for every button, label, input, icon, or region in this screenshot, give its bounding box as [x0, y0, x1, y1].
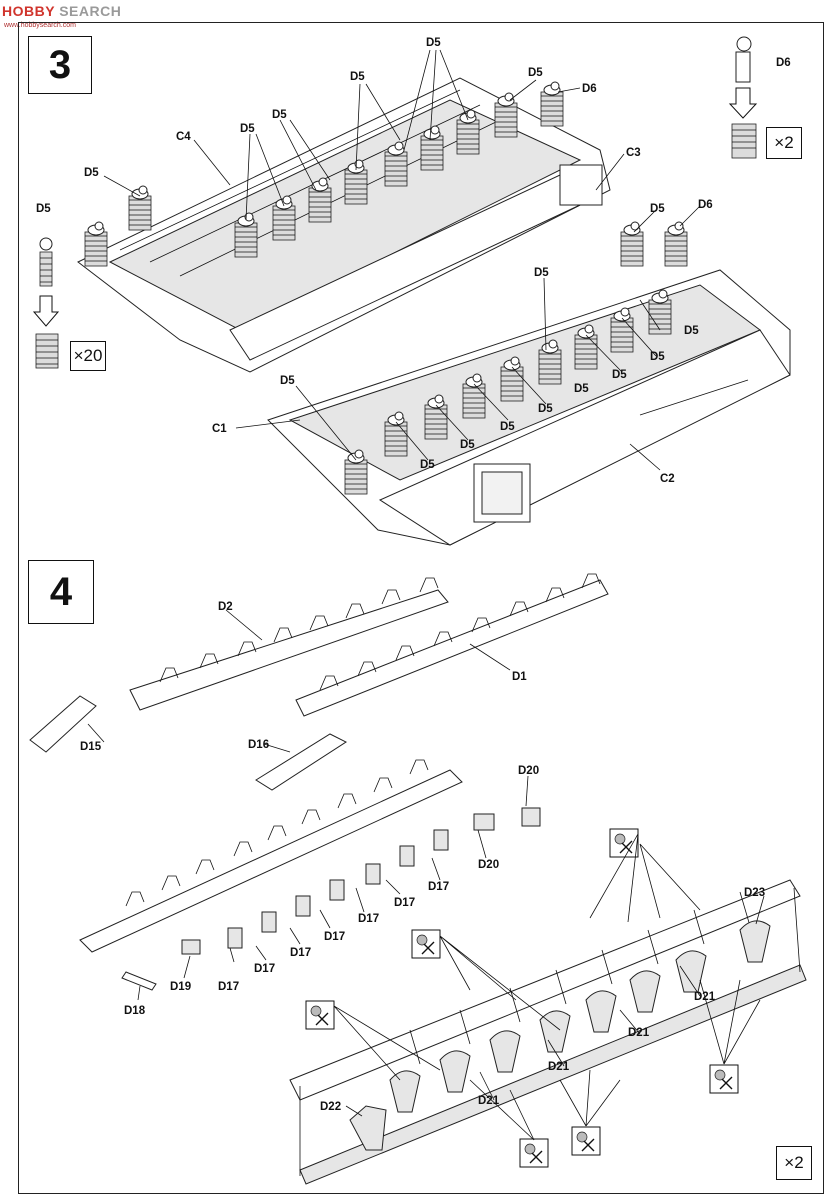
- watermark-logo: HOBBY SEARCH: [2, 3, 121, 19]
- suspension-rail-lower: [79, 759, 541, 991]
- suspension-rail-bottom: [289, 879, 807, 1185]
- label-d5-13: D5: [538, 403, 553, 415]
- suspension-rail-d1: [255, 573, 609, 791]
- d6-detail: [728, 36, 758, 159]
- label-d17-1: D17: [428, 881, 449, 893]
- leaders-step3: [103, 49, 701, 471]
- label-d5-11: D5: [612, 369, 627, 381]
- label-d5-6: D5: [84, 167, 99, 179]
- label-d6-upper: D6: [582, 83, 597, 95]
- label-d5-8: D5: [534, 267, 549, 279]
- label-d22: D22: [320, 1101, 341, 1113]
- label-d5-16: D5: [420, 459, 435, 471]
- label-d1: D1: [512, 671, 527, 683]
- label-d16: D16: [248, 739, 269, 751]
- label-c2: C2: [660, 473, 675, 485]
- label-d5-17: D5: [280, 375, 295, 387]
- suspension-rail-d2: [29, 577, 449, 753]
- hull-part-c3-c4: [77, 77, 611, 373]
- label-d6-detail: D6: [776, 57, 791, 69]
- label-d17-2: D17: [394, 897, 415, 909]
- label-d21-1: D21: [694, 991, 716, 1003]
- label-d20-top: D20: [518, 765, 539, 777]
- label-d5-7: D5: [650, 203, 665, 215]
- label-d17-7: D17: [218, 981, 239, 993]
- label-d17-6: D17: [254, 963, 275, 975]
- label-c4: C4: [176, 131, 191, 143]
- label-d17-4: D17: [324, 931, 345, 943]
- label-d5-3: D5: [350, 71, 365, 83]
- label-d17-3: D17: [358, 913, 379, 925]
- no-glue-icon: [411, 929, 441, 959]
- watermark-brand: HOBBY: [2, 3, 55, 19]
- label-d5-9: D5: [684, 325, 699, 337]
- no-glue-icon: [519, 1138, 549, 1168]
- leaders-step4: [87, 609, 765, 1141]
- label-d5-14: D5: [500, 421, 515, 433]
- label-d2: D2: [218, 601, 233, 613]
- label-d21-4: D21: [478, 1095, 500, 1107]
- label-d6-lower: D6: [698, 199, 713, 211]
- label-d5-top-2: D5: [528, 67, 543, 79]
- label-d5-detail: D5: [36, 203, 51, 215]
- hull-part-c1-c2: [267, 269, 791, 546]
- no-glue-icon: [709, 1064, 739, 1094]
- label-d5-15: D5: [460, 439, 475, 451]
- label-d5-12: D5: [574, 383, 589, 395]
- watermark-url: www.hobbysearch.com: [4, 22, 76, 29]
- arrow-down-icon: [728, 87, 758, 119]
- page-frame: [18, 22, 824, 1194]
- no-glue-icon: [305, 1000, 335, 1030]
- label-d18: D18: [124, 1005, 146, 1017]
- label-d19: D19: [170, 981, 191, 993]
- multiplier-d6: ×2: [766, 127, 802, 159]
- arrow-down-icon: [32, 295, 60, 327]
- label-d21-3: D21: [548, 1061, 570, 1073]
- label-d21-2: D21: [628, 1027, 650, 1039]
- label-d23: D23: [744, 887, 765, 899]
- watermark-brand-2: SEARCH: [59, 3, 122, 19]
- label-d5-4: D5: [272, 109, 287, 121]
- label-d5-10: D5: [650, 351, 665, 363]
- label-c3: C3: [626, 147, 641, 159]
- label-d17-5: D17: [290, 947, 311, 959]
- multiplier-d5: ×20: [70, 341, 106, 371]
- label-d15: D15: [80, 741, 102, 753]
- multiplier-step4: ×2: [776, 1146, 812, 1180]
- label-c1: C1: [212, 423, 227, 435]
- no-glue-icon: [609, 828, 639, 858]
- d5-detail: [32, 237, 60, 369]
- label-d5-5: D5: [240, 123, 255, 135]
- no-glue-icon: [571, 1126, 601, 1156]
- step-4-number: 4: [28, 560, 94, 624]
- step-3-number: 3: [28, 36, 92, 94]
- label-d5-top: D5: [426, 37, 441, 49]
- label-d20: D20: [478, 859, 499, 871]
